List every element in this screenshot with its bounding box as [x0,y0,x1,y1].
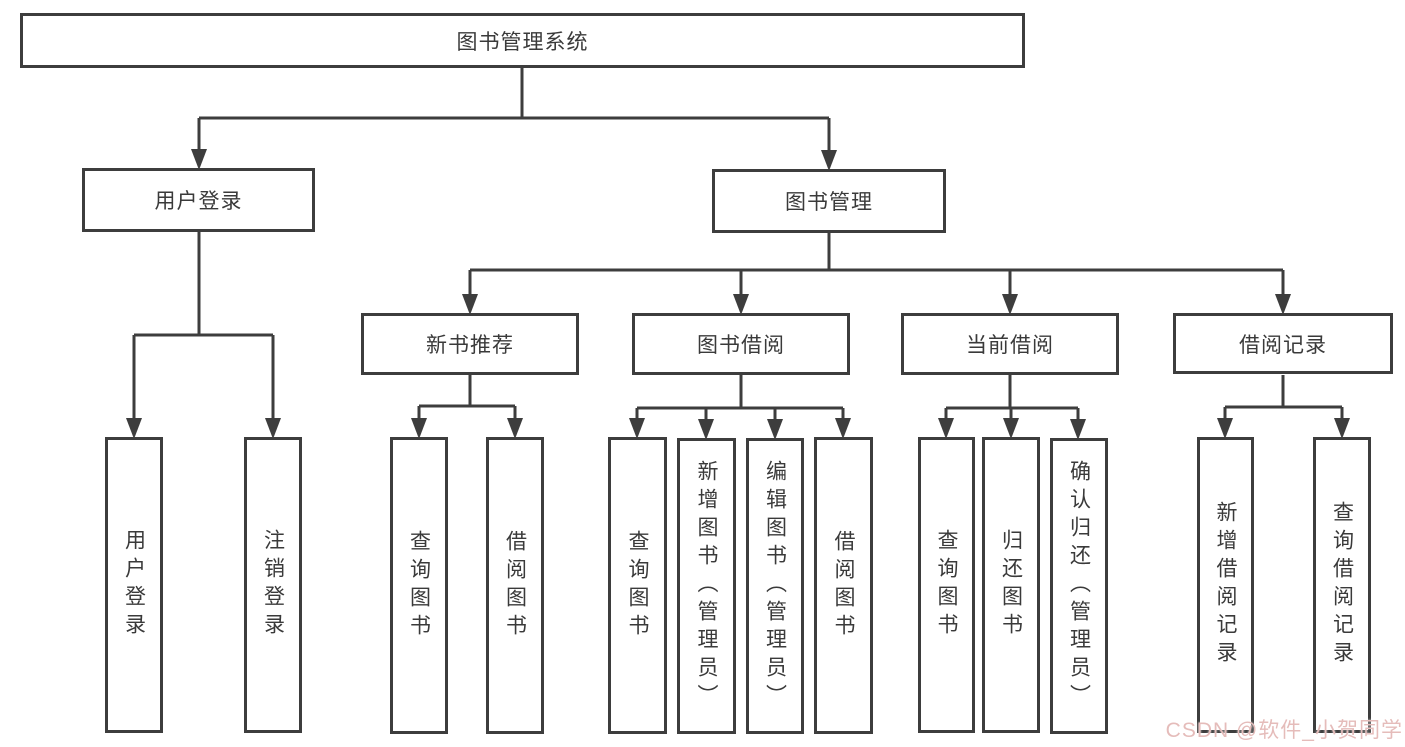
node-label: 查询借阅记录 [1330,501,1354,669]
arrowhead-icon [1334,418,1350,439]
node-group-user-login: 用户登录 [82,168,315,232]
node-label: 注销登录 [261,529,285,641]
csdn-watermark: CSDN @软件_小贺同学 [1165,719,1403,742]
node-new-book-recommend: 新书推荐 [361,313,579,375]
node-recommend-borrow-books: 借阅图书 [486,437,544,734]
connector-line [944,375,1080,426]
node-borrow-borrow-books: 借阅图书 [814,437,873,734]
arrowhead-icon [265,418,281,439]
node-label: 归还图书 [999,529,1023,641]
node-borrow-edit-books: 编辑图书（管理员） [746,438,804,734]
connector-line [468,233,1285,301]
connector-line [197,68,831,157]
node-records-add-record: 新增借阅记录 [1197,437,1254,733]
arrowhead-icon [821,150,837,171]
node-current-confirm-return: 确认归还（管理员） [1050,438,1108,734]
node-label: 当前借阅 [966,334,1054,357]
node-label: 查询图书 [407,529,431,642]
node-label: 借阅记录 [1239,333,1327,357]
node-borrowing-records: 借阅记录 [1173,313,1393,374]
arrowhead-icon [767,419,783,440]
node-group-book-management: 图书管理 [712,169,946,233]
connector-line [132,232,275,425]
connector-line [417,375,517,425]
connector-line [635,375,845,426]
node-label: 借阅图书 [503,529,527,642]
node-current-return-books: 归还图书 [982,437,1040,733]
arrowhead-icon [629,418,645,439]
node-label: 新增图书（管理员） [695,460,718,712]
arrowhead-icon [835,418,851,439]
arrowhead-icon [1275,294,1291,315]
arrowhead-icon [1003,418,1019,439]
node-label: 用户登录 [154,190,243,213]
node-current-query-books: 查询图书 [918,437,975,733]
node-records-query-record: 查询借阅记录 [1313,437,1371,733]
node-recommend-query-books: 查询图书 [390,437,448,734]
node-label: 新书推荐 [426,334,514,357]
node-logout: 注销登录 [244,437,302,733]
arrowhead-icon [698,419,714,440]
node-label: 借阅图书 [832,529,855,642]
arrowhead-icon [507,418,523,439]
arrowhead-icon [411,418,427,439]
node-label: 用户登录 [122,529,146,641]
arrowhead-icon [191,149,207,170]
node-label: 查询图书 [626,529,649,642]
node-current-borrowing: 当前借阅 [901,313,1119,375]
arrowhead-icon [1002,294,1018,315]
arrowhead-icon [733,294,749,315]
arrowhead-icon [1070,419,1086,440]
node-borrow-add-books: 新增图书（管理员） [677,438,736,734]
node-label: 图书管理 [785,191,873,214]
connector-line [1223,375,1344,425]
node-user-login: 用户登录 [105,437,163,733]
node-library-system: 图书管理系统 [20,13,1025,68]
arrowhead-icon [462,294,478,315]
node-label: 编辑图书（管理员） [763,460,787,712]
node-label: 确认归还（管理员） [1067,460,1091,712]
arrowhead-icon [938,418,954,439]
node-label: 图书管理系统 [456,30,589,54]
arrowhead-icon [126,418,142,439]
node-label: 新增借阅记录 [1214,501,1237,669]
node-label: 查询图书 [935,529,958,641]
node-borrow-query-books: 查询图书 [608,437,667,734]
node-label: 图书借阅 [697,334,785,357]
arrowhead-icon [1217,418,1233,439]
node-book-borrowing: 图书借阅 [632,313,850,375]
